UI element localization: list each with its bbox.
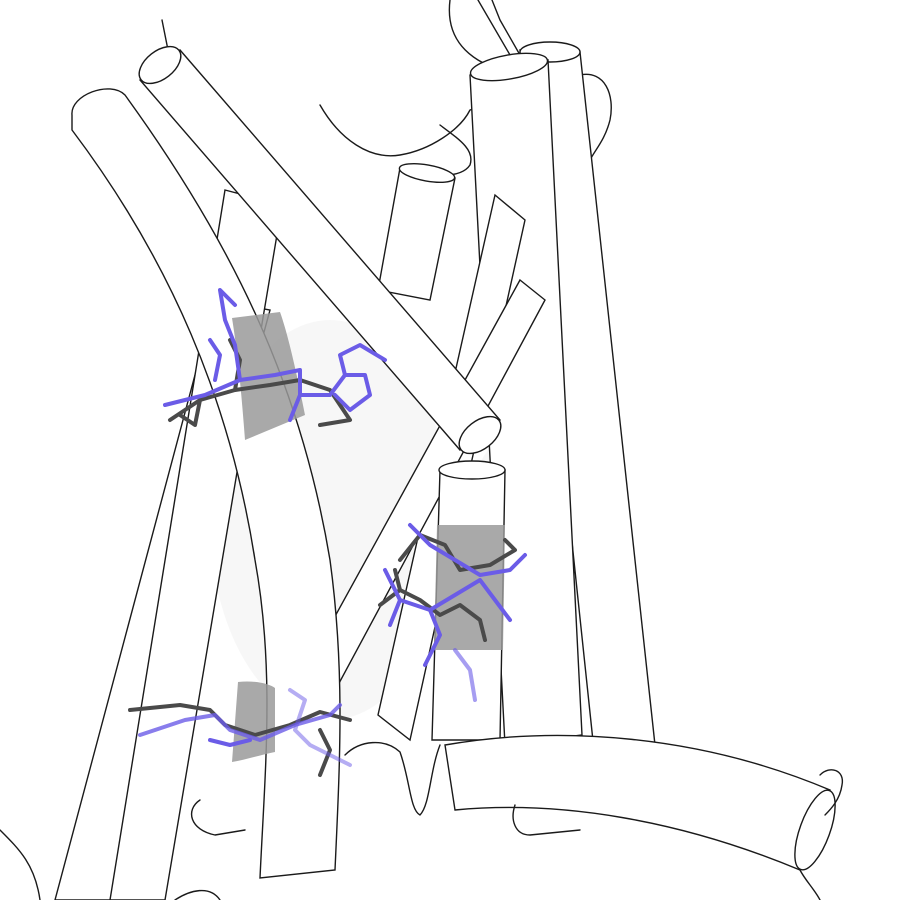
helix-diagonal-top xyxy=(138,45,502,455)
residue-cluster-lower xyxy=(128,688,352,777)
helix-short-upper xyxy=(377,163,456,301)
helix-bottom-horizontal xyxy=(444,734,836,871)
residue-cluster-center xyxy=(378,523,527,702)
residue-cluster-upper xyxy=(163,288,387,427)
bottom-loops xyxy=(0,741,844,900)
